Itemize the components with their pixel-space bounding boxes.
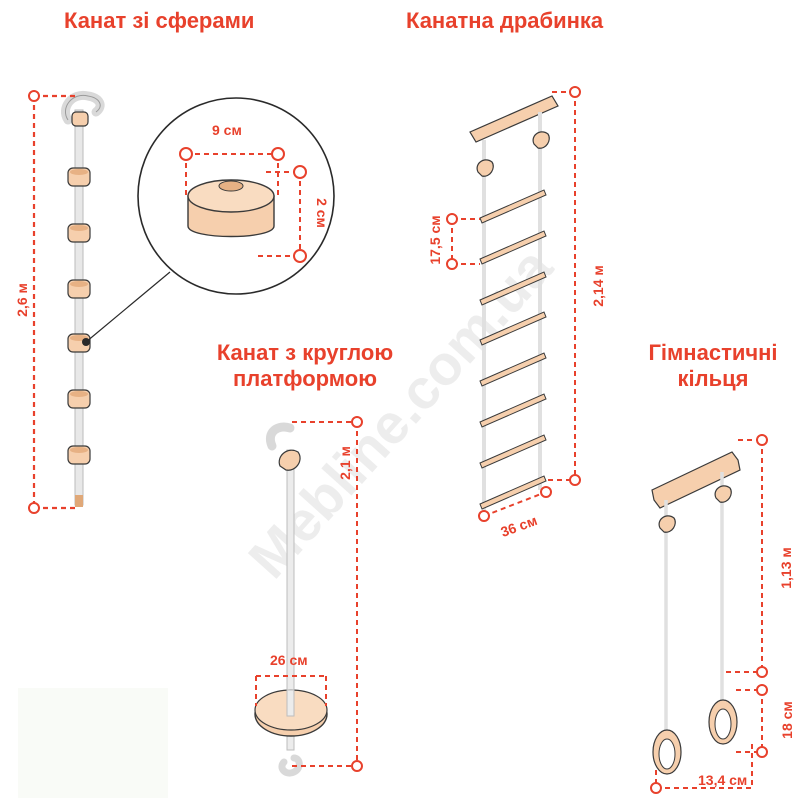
sphere-height-dimension	[258, 165, 307, 263]
sphere-1	[67, 167, 91, 187]
label-sphere-rope-length: 2,6 м	[14, 283, 30, 317]
ring-left	[652, 729, 682, 775]
ladder-rung-4	[479, 311, 547, 346]
ladder-rung-5	[479, 352, 547, 387]
ladder-rung-8	[479, 475, 547, 510]
sphere-rope-length-dimension	[28, 90, 78, 514]
rings-rope-length-dimension	[726, 434, 768, 678]
ladder-clamp-right	[532, 131, 550, 149]
title-rings-line1: Гімнастичні	[648, 340, 778, 365]
corner-panel	[18, 688, 168, 798]
label-sphere-width: 9 см	[212, 122, 242, 138]
title-platform-rope: Канат з круглою платформою	[180, 340, 430, 392]
zoom-sphere-hole	[218, 180, 244, 192]
sphere-rope	[28, 90, 171, 514]
platform-rope-hook	[266, 422, 295, 451]
platform-rope-through	[286, 689, 295, 717]
ladder-clamp-left	[476, 159, 494, 177]
ladder-rung-2	[479, 230, 547, 265]
ring-spacing-dimension	[650, 744, 753, 794]
title-platform-rope-line2: платформою	[232, 366, 378, 391]
ladder-length-dimension	[548, 86, 581, 486]
ladder-rung-7	[479, 434, 547, 469]
ring-right	[708, 699, 738, 745]
title-rings-line2: кільця	[677, 366, 749, 391]
sphere-rope-clamp	[71, 111, 89, 127]
sphere-zoom-detail	[137, 97, 335, 295]
gymnastic-rings	[650, 434, 768, 794]
rope-ladder	[446, 86, 581, 522]
sphere-3	[67, 279, 91, 299]
label-ladder-rung-spacing: 17,5 см	[427, 215, 443, 265]
title-platform-rope-line1: Канат з круглою	[216, 340, 394, 365]
rings-clamp-right	[714, 485, 732, 503]
ladder-rung-3	[479, 271, 547, 306]
label-ring-height: 18 см	[779, 701, 795, 739]
sphere-rope-hook-outline	[65, 94, 101, 121]
sphere-2	[67, 223, 91, 243]
platform-diameter-dimension	[255, 675, 327, 706]
label-platform-rope-length: 2,1 м	[337, 446, 353, 480]
platform-rope	[254, 416, 363, 777]
ladder-rung-spacing-dimension	[446, 213, 480, 270]
sphere-5	[67, 389, 91, 409]
rings-clamp-left	[658, 515, 676, 533]
title-gymnastic-rings: Гімнастичні кільця	[618, 340, 800, 392]
ladder-rungs	[479, 189, 547, 510]
label-rings-rope-length: 1,13 м	[778, 547, 794, 589]
ladder-width-dimension	[478, 486, 552, 522]
sphere-width-dimension	[179, 147, 285, 196]
label-sphere-height: 2 см	[314, 198, 330, 228]
sphere-rope-end	[75, 495, 83, 507]
sphere-6	[67, 445, 91, 465]
ring-height-dimension	[736, 684, 768, 758]
title-rope-ladder: Канатна драбинка	[406, 8, 604, 33]
rings-top-bar	[651, 451, 741, 509]
platform-rope-knot	[278, 754, 303, 777]
title-sphere-rope: Канат зі сферами	[64, 8, 255, 33]
label-platform-diameter: 26 см	[270, 652, 308, 668]
zoom-sphere-top	[187, 179, 275, 213]
ladder-rung-1	[479, 189, 547, 224]
ladder-rung-6	[479, 393, 547, 428]
callout-line	[85, 271, 171, 343]
label-ring-spacing: 13,4 см	[698, 772, 748, 788]
ladder-top-bar	[469, 95, 559, 143]
label-ladder-length: 2,14 м	[590, 265, 606, 307]
platform-rope-length-dimension	[292, 416, 363, 772]
platform-rope-clamp	[278, 449, 301, 471]
